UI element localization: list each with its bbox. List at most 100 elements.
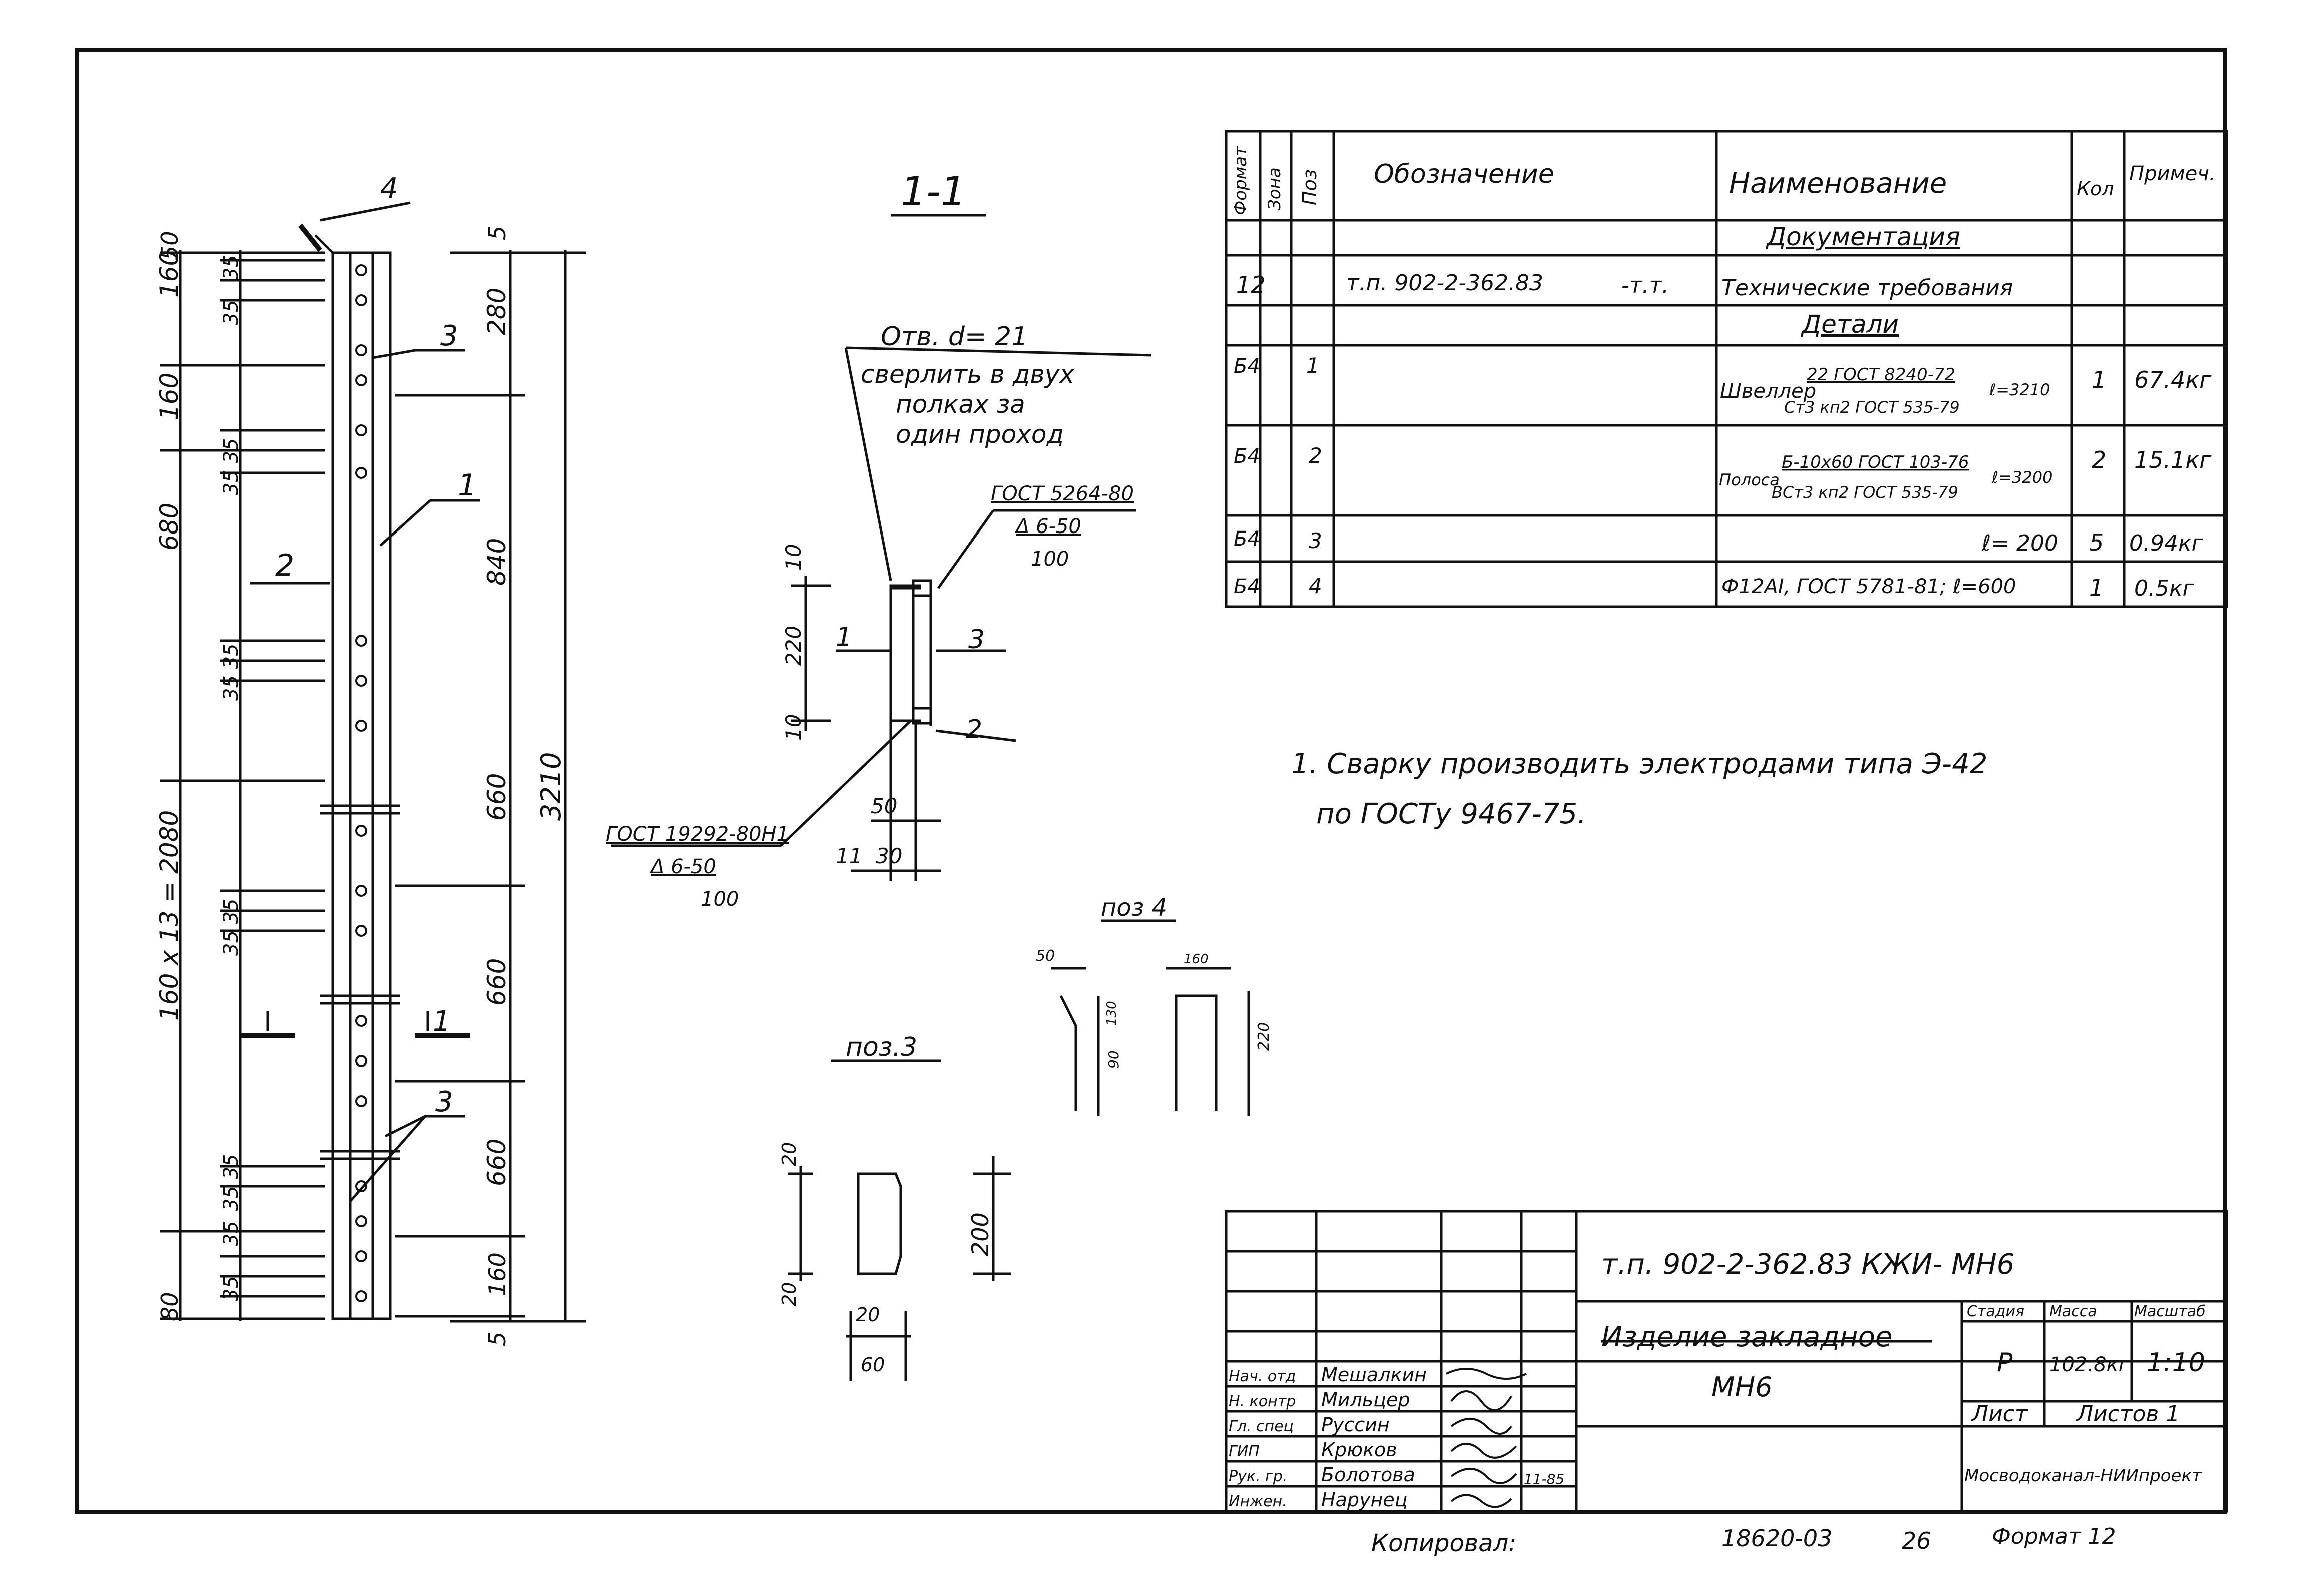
row4-note: 0.94кг bbox=[2129, 530, 2204, 556]
hdr-pos: Поз bbox=[1299, 169, 1321, 205]
weld-top-std: ГОСТ 5264-80 bbox=[991, 482, 1134, 505]
elev-pitch-4: 35 35 bbox=[220, 643, 243, 701]
pos4-dim-160: 160 bbox=[1184, 952, 1209, 967]
tb-name-1: Изделие закладное bbox=[1601, 1321, 1892, 1353]
elev-right-dim-840: 840 bbox=[482, 538, 511, 586]
hole-note-4: один проход bbox=[896, 420, 1064, 449]
section-dim-30: 30 bbox=[876, 844, 902, 868]
footer-copied: Копировал: bbox=[1371, 1529, 1516, 1557]
section-title: 1-1 bbox=[901, 168, 966, 215]
elev-right-dim-280: 280 bbox=[482, 288, 511, 335]
hdr-designation: Обозначение bbox=[1374, 159, 1554, 189]
elev-pitch-7: 35 bbox=[220, 1221, 243, 1246]
row2-name-main: Швеллер bbox=[1720, 380, 1816, 403]
hdr-zone: Зона bbox=[1265, 167, 1285, 210]
pos4-detail bbox=[1051, 919, 1250, 1116]
elev-right-dim-660a: 660 bbox=[482, 773, 511, 821]
signature-2 bbox=[1450, 1390, 1512, 1411]
note-line-2: по ГОСТу 9467-75. bbox=[1316, 798, 1586, 830]
signatures bbox=[1446, 1368, 1527, 1508]
tb-code: т.п. 902-2-362.83 КЖИ- МН6 bbox=[1601, 1248, 2014, 1281]
footer-format: Формат 12 bbox=[1992, 1524, 2116, 1549]
weld-bottom-step: 100 bbox=[701, 888, 739, 911]
pos3-dim-200: 200 bbox=[967, 1212, 994, 1256]
row3-name-len: ℓ=3200 bbox=[1991, 468, 2052, 487]
elev-right-dim-5a: 5 bbox=[484, 226, 511, 240]
pos3-detail bbox=[788, 1059, 1011, 1381]
section-dim-10b: 10 bbox=[781, 714, 806, 741]
footer-page: 26 bbox=[1902, 1527, 1931, 1554]
tb-role-5: Рук. гр. bbox=[1229, 1468, 1287, 1485]
weld-top-step: 100 bbox=[1031, 548, 1069, 571]
pos3-dim-20b: 20 bbox=[778, 1282, 800, 1306]
pos4-dim-90: 90 bbox=[1105, 1050, 1122, 1069]
elev-pitch-6: 35 35 bbox=[220, 1154, 243, 1211]
section-dim-50: 50 bbox=[871, 794, 897, 818]
hdr-name: Наименование bbox=[1729, 167, 1947, 200]
title-block-grid bbox=[1225, 1210, 2228, 1513]
tb-person-2: Мильцер bbox=[1321, 1389, 1410, 1411]
tb-stage: Р bbox=[1997, 1348, 2013, 1378]
spec-table-grid bbox=[1225, 130, 2228, 608]
hdr-format: Формат bbox=[1231, 146, 1251, 215]
hole-note-3: полках за bbox=[896, 390, 1025, 419]
tb-role-1: Нач. отд bbox=[1229, 1368, 1296, 1385]
row3-format: Б4 bbox=[1234, 445, 1260, 468]
pos3-title: поз.3 bbox=[846, 1032, 917, 1062]
callout-1: 1 bbox=[458, 468, 477, 503]
elev-pitch-3: 35 35 bbox=[220, 438, 243, 495]
row2-name-top: 22 ГОСТ 8240-72 bbox=[1807, 365, 1955, 385]
tb-scale: 1:10 bbox=[2147, 1348, 2205, 1378]
pos4-dim-220: 220 bbox=[1255, 1022, 1273, 1051]
tb-mass: 102.8кг bbox=[2049, 1353, 2130, 1376]
pos3-dim-20c: 20 bbox=[856, 1304, 880, 1326]
tb-role-3: Гл. спец bbox=[1229, 1418, 1294, 1435]
row2-name-len: ℓ=3210 bbox=[1989, 380, 2050, 399]
section-label-2: 2 bbox=[966, 715, 982, 745]
signature-6 bbox=[1450, 1494, 1512, 1508]
drawing-frame bbox=[75, 48, 2227, 1514]
signature-1 bbox=[1446, 1368, 1527, 1380]
row5-format: Б4 bbox=[1234, 575, 1260, 598]
row4-name: ℓ= 200 bbox=[1981, 530, 2058, 556]
signature-4 bbox=[1450, 1443, 1517, 1459]
elev-left-dim-50: 50 bbox=[156, 231, 183, 260]
weld-top-symbol: Δ 6-50 bbox=[1014, 515, 1081, 538]
cut-mark-label: 1 bbox=[433, 1005, 451, 1038]
row1-format: 12 bbox=[1236, 271, 1266, 298]
hole-note-1: Отв. d= 21 bbox=[881, 322, 1028, 352]
elev-left-dim-80: 80 bbox=[156, 1292, 183, 1321]
section-docs: Документация bbox=[1766, 222, 1960, 251]
row2-pos: 1 bbox=[1306, 353, 1320, 378]
elev-left-dim-160b: 160 bbox=[155, 373, 184, 420]
elevation-view bbox=[160, 201, 586, 1323]
section-parts: Детали bbox=[1801, 310, 1899, 339]
row5-pos: 4 bbox=[1309, 574, 1322, 598]
row2-name-bottom: Ст3 кп2 ГОСТ 535-79 bbox=[1784, 398, 1960, 417]
row2-qty: 1 bbox=[2092, 366, 2106, 393]
elev-left-dim-680: 680 bbox=[155, 503, 184, 551]
section-dim-220: 220 bbox=[781, 626, 806, 666]
hdr-qty: Кол bbox=[2077, 178, 2114, 200]
row3-note: 15.1кг bbox=[2134, 446, 2212, 473]
section-1-1 bbox=[611, 214, 1151, 881]
callout-3-bottom: 3 bbox=[435, 1086, 453, 1118]
weld-bottom-symbol: Δ 6-50 bbox=[649, 855, 716, 878]
tb-role-6: Инжен. bbox=[1229, 1493, 1287, 1510]
tb-stage-hdr: Стадия bbox=[1967, 1303, 2024, 1320]
tb-sheets: Листов 1 bbox=[2076, 1401, 2180, 1427]
elev-pitch-2: 35 bbox=[220, 300, 243, 325]
row2-format: Б4 bbox=[1234, 355, 1260, 378]
tb-scale-hdr: Масштаб bbox=[2134, 1303, 2206, 1320]
row4-qty: 5 bbox=[2089, 529, 2104, 556]
hole-note-2: сверлить в двух bbox=[861, 360, 1074, 389]
note-line-1: 1. Сварку производить электродами типа Э… bbox=[1291, 748, 1987, 780]
row1-designation: т.п. 902-2-362.83 bbox=[1346, 270, 1543, 296]
row1-name: Технические требования bbox=[1721, 275, 2013, 301]
section-label-1: 1 bbox=[836, 622, 852, 652]
callout-4: 4 bbox=[380, 172, 398, 205]
section-label-3: 3 bbox=[968, 625, 985, 655]
tb-role-2: Н. контр bbox=[1229, 1393, 1296, 1410]
tb-sign-date: 11-85 bbox=[1524, 1471, 1564, 1487]
